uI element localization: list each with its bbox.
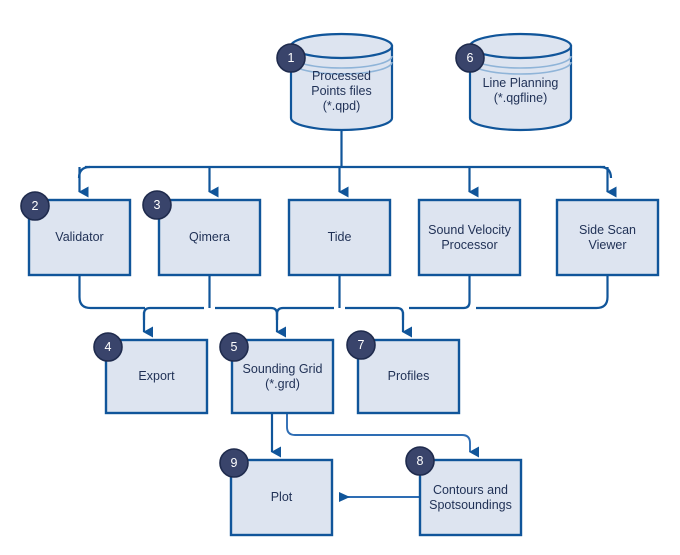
badge-circle-2 bbox=[20, 191, 50, 221]
node-shape-side-scan-viewer bbox=[555, 198, 660, 277]
badge-label-1: 1 bbox=[287, 50, 295, 65]
edge-grid-to-contours bbox=[286, 413, 479, 458]
edge-qimera-to-grid bbox=[215, 306, 279, 320]
node-shape-qimera bbox=[157, 198, 262, 277]
node-shape-processed-points bbox=[289, 32, 394, 132]
badge-label-3: 3 bbox=[153, 197, 161, 212]
edge-tide-to-grid bbox=[275, 306, 334, 320]
node-shape-contours-spotsoundings bbox=[418, 458, 523, 537]
badge-label-6: 6 bbox=[466, 50, 474, 65]
badge-label-8: 8 bbox=[416, 453, 424, 468]
badge-circle-4 bbox=[93, 332, 123, 362]
badge-circle-3 bbox=[142, 190, 172, 220]
edge-svp-down bbox=[409, 275, 471, 310]
node-shape-profiles bbox=[356, 338, 461, 415]
badge-circle-8 bbox=[405, 446, 435, 476]
node-shape-sounding-grid bbox=[230, 338, 335, 415]
node-shape-validator bbox=[27, 198, 132, 277]
badge-label-4: 4 bbox=[104, 339, 112, 354]
edge-bus-elbow-left bbox=[77, 165, 91, 179]
edge-validator-down bbox=[78, 275, 145, 310]
edge-tide-to-profiles bbox=[345, 306, 405, 320]
node-shape-plot bbox=[229, 458, 334, 537]
node-shape-tide bbox=[287, 198, 392, 277]
badge-circle-5 bbox=[219, 332, 249, 362]
badge-label-2: 2 bbox=[31, 198, 39, 213]
badge-circle-6 bbox=[455, 43, 485, 73]
node-shape-line-planning bbox=[468, 32, 573, 132]
badge-label-5: 5 bbox=[230, 339, 238, 354]
badge-label-7: 7 bbox=[357, 337, 365, 352]
edge-sidescan-down bbox=[476, 275, 609, 310]
edge-bus-elbow-right bbox=[599, 165, 613, 179]
badge-circle-1 bbox=[276, 43, 306, 73]
edge-qimera-to-export bbox=[142, 306, 205, 320]
node-shape-sound-velocity-processor bbox=[417, 198, 522, 277]
badge-label-9: 9 bbox=[230, 455, 238, 470]
node-shape-export bbox=[104, 338, 209, 415]
badge-circle-9 bbox=[219, 448, 249, 478]
badge-circle-7 bbox=[346, 330, 376, 360]
